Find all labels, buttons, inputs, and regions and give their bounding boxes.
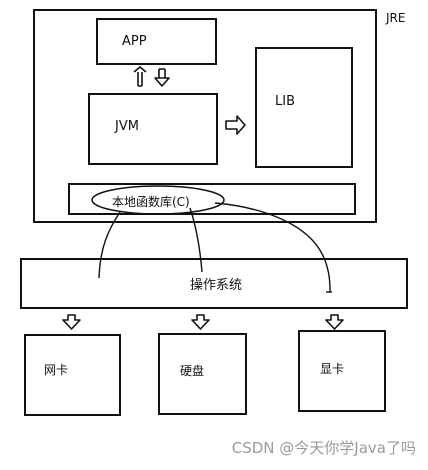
jre-label: JRE: [386, 11, 406, 25]
jvm-box: [88, 93, 218, 165]
os-label: 操作系统: [190, 278, 243, 293]
watermark: CSDN @今天你学Java了吗: [231, 439, 416, 457]
down-arrow-icon: [154, 68, 170, 87]
curve-to-nic: [98, 211, 121, 279]
jre-box: [33, 9, 377, 223]
jvm-label: JVM: [115, 119, 139, 134]
native-lib-box: [68, 183, 356, 215]
disk-box: [158, 333, 247, 415]
nic-label: 网卡: [44, 363, 69, 377]
curve-to-disk: [189, 207, 203, 273]
up-arrow-icon: [133, 66, 147, 87]
lib-box: [255, 47, 353, 168]
lib-label: LIB: [275, 94, 295, 109]
down-arrow-icon: [191, 314, 210, 330]
right-arrow-icon: [225, 115, 246, 135]
native-lib-highlight-ellipse: [91, 185, 225, 215]
curve-to-gpu: [214, 202, 331, 293]
app-label: APP: [122, 34, 147, 49]
gpu-box: [298, 330, 386, 412]
os-box: [20, 258, 408, 309]
disk-label: 硬盘: [180, 364, 205, 378]
down-arrow-icon: [62, 314, 81, 330]
native-lib-label: 本地函数库(C): [112, 195, 190, 209]
nic-box: [24, 334, 121, 416]
gpu-label: 显卡: [320, 362, 345, 376]
down-arrow-icon: [325, 314, 344, 330]
app-box: [96, 18, 217, 65]
